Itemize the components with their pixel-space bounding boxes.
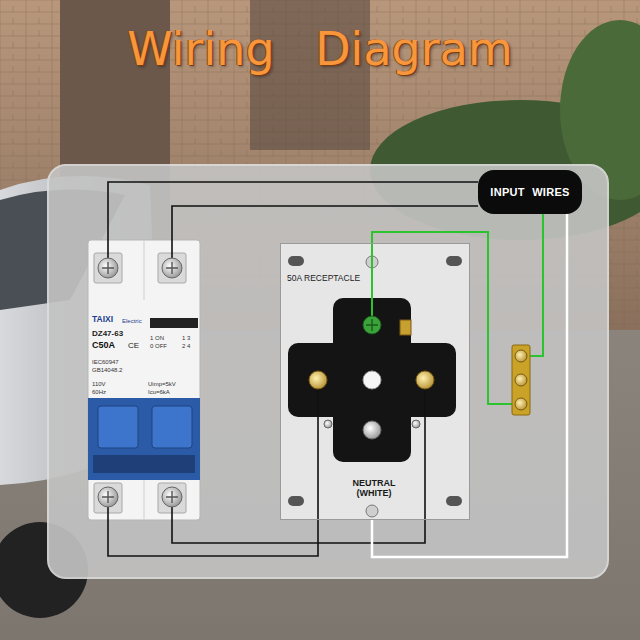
wire-stub [317, 380, 319, 520]
breaker-seam [144, 480, 145, 520]
ground-screw [363, 316, 381, 334]
terminal-screw [98, 258, 118, 278]
input-wires-box: INPUT WIRES [478, 170, 582, 214]
ground-bar [512, 345, 530, 415]
breaker-marking: 1 3 [182, 335, 190, 341]
breaker-marking: 2 4 [182, 343, 190, 349]
breaker-marking: GB14048.2 [92, 367, 122, 373]
label-bar [150, 318, 198, 328]
mount-slot [288, 496, 304, 506]
window [250, 0, 370, 150]
breaker-marking: CE [128, 342, 139, 350]
breaker-seam [144, 240, 145, 300]
terminal-screw [98, 487, 118, 507]
bar-screw [515, 374, 527, 386]
screw-slot [166, 491, 178, 503]
wire [172, 206, 478, 240]
receptacle-plate [280, 243, 470, 520]
breaker-marking: 1 ON [150, 335, 164, 341]
bar-screw [515, 350, 527, 362]
wire-stub [424, 380, 426, 520]
breaker-marking: C50A [92, 341, 115, 350]
diagram-title: Wiring Diagram [0, 22, 640, 76]
breaker-marking: TAIXI [92, 315, 113, 324]
title-layer: Wiring Diagram [0, 0, 640, 100]
ground-wire [372, 232, 521, 404]
wire [172, 520, 425, 543]
breaker-marking: IEC60947 [92, 359, 119, 365]
terminal-recess [158, 253, 186, 283]
plate-label: 50A RECEPTACLE [286, 274, 361, 283]
screw-slot [166, 262, 178, 274]
terminal-screw [162, 487, 182, 507]
breaker-marking: 0 OFF [150, 343, 167, 349]
terminal-screw [162, 258, 182, 278]
hot-screw [416, 371, 434, 389]
breaker-marking: DZ47-63 [92, 330, 123, 338]
receptacle-body [288, 343, 456, 417]
breaker-marking: Icu=6kA [148, 389, 170, 395]
screw-slot [366, 319, 378, 331]
bar-screw [515, 398, 527, 410]
box-label: INPUT WIRES [490, 187, 569, 198]
ground-tab [400, 320, 411, 335]
screw-slot [102, 262, 114, 274]
wire [372, 214, 567, 557]
breaker-marking: 60Hz [92, 389, 106, 395]
mount-slot [446, 256, 462, 266]
hot-screw [309, 371, 327, 389]
wire [108, 520, 318, 556]
center-contact [363, 371, 381, 389]
breaker-marking: 110V [92, 381, 106, 387]
mount-slot [446, 496, 462, 506]
circuit-breaker: TAIXI ElectricDZ47-63C50A CE IEC60947GB1404… [88, 240, 200, 520]
neutral-screw [363, 421, 381, 439]
ground-wire [521, 214, 543, 356]
terminal-recess [94, 253, 122, 283]
breaker-marking: Uimp=5kV [148, 381, 176, 387]
panel [48, 165, 608, 578]
screw-slot [102, 491, 114, 503]
mount-slot [288, 256, 304, 266]
toggle-housing [88, 398, 200, 480]
toggle-handle [152, 406, 192, 448]
toggle-handle [98, 406, 138, 448]
small-screw [412, 420, 420, 428]
plate-label: NEUTRAL (WHITE) [343, 478, 405, 499]
breaker-marking: Electric [122, 318, 142, 324]
small-screw [324, 420, 332, 428]
breaker-body [88, 240, 200, 520]
toggle-slot [93, 455, 195, 473]
mount-hole [366, 505, 378, 517]
